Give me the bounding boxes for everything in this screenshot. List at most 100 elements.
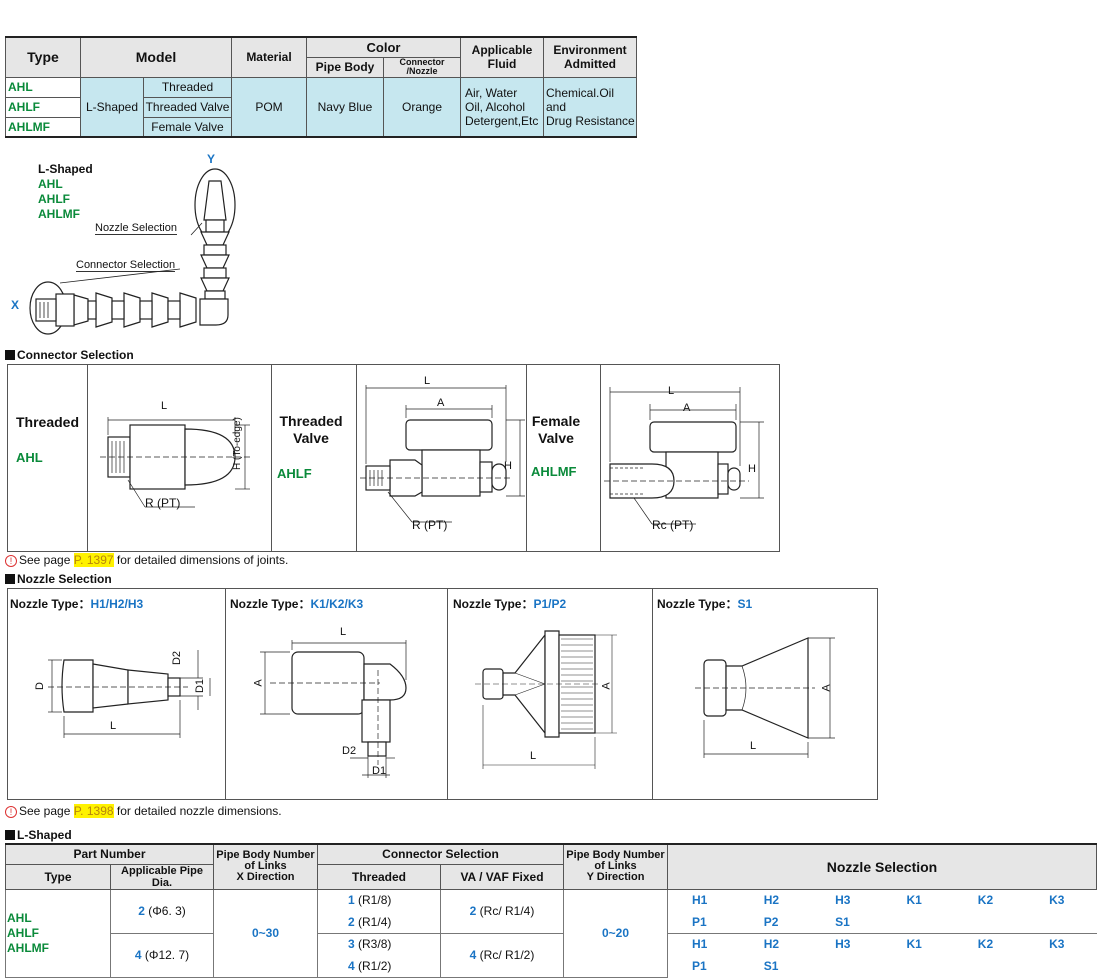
nozzle-code: S1 <box>763 959 779 973</box>
nozzle-s-dim-a: A <box>820 684 833 692</box>
nozzle-h-dim-d: D <box>33 682 46 690</box>
page-link-1398[interactable]: P. 1398 <box>73 804 114 818</box>
nozzle-note: !See page P. 1398 for detailed nozzle di… <box>5 804 282 818</box>
va-4: 4 (Rc/ R1/2) <box>440 932 564 978</box>
female-valve-dim-h: H <box>748 463 756 475</box>
nozzle-code: H2 <box>739 932 812 955</box>
nozzle-code: H2 <box>763 893 780 908</box>
x-links-value: 0~30 <box>213 888 318 978</box>
nozzle-code: K3 <box>1049 893 1065 908</box>
threaded-valve-dim-l: L <box>424 375 431 387</box>
threaded-valve-dim-h: H <box>504 460 512 472</box>
model-threaded-valve: Threaded Valve <box>143 96 232 118</box>
type-header: Type <box>5 36 81 78</box>
nozzle-code: K1 <box>882 932 954 955</box>
warning-icon: ! <box>5 555 17 567</box>
diagram-type-ahl: AHL <box>38 177 63 191</box>
nozzle-selection-header: Nozzle Selection <box>667 843 1097 890</box>
type-ahlf: AHLF <box>5 96 81 118</box>
y-links-value: 0~20 <box>563 888 668 978</box>
threaded-3: 3 (R3/8) <box>317 932 441 955</box>
diagram-type-ahlf: AHLF <box>38 192 70 206</box>
va-header: VA / VAF Fixed <box>440 863 564 890</box>
nozzle-code: K2 <box>977 893 994 908</box>
connector-callout: Connector Selection <box>76 259 176 272</box>
color-header: Color <box>306 36 461 58</box>
model-threaded: Threaded <box>143 76 232 98</box>
nozzle-code <box>1025 955 1096 977</box>
nozzle-p-drawing <box>475 630 617 769</box>
connector-color: Orange <box>383 76 461 138</box>
nozzle-code: K1 <box>906 893 922 908</box>
pipe-dia-2: 2 (Φ6. 3) <box>110 888 214 934</box>
nozzle-k-drawing <box>260 640 407 778</box>
nozzle-code: H1 <box>692 893 708 908</box>
connector-section-title: Connector Selection <box>5 348 134 362</box>
connector-threaded-code: AHL <box>16 450 43 465</box>
nozzle-type-p-label: Nozzle Type：P1/P2 <box>453 597 567 611</box>
threaded-connector-drawing <box>100 417 250 508</box>
nozzle-code: H3 <box>811 932 883 955</box>
nozzle-k-dim-d1: D1 <box>372 765 387 777</box>
nozzle-selection-panel <box>7 588 878 800</box>
type-header: Type <box>5 863 111 890</box>
nozzle-code: S1 <box>835 914 850 929</box>
threaded-dim-r-pt: R (PT) <box>145 496 181 510</box>
threaded-dim-h-edge: H (To-edge) <box>232 417 243 470</box>
pipe-body-color: Navy Blue <box>306 76 384 138</box>
nozzle-code: K2 <box>953 932 1026 955</box>
nozzle-p-dim-l: L <box>530 750 537 762</box>
nozzle-h-drawing <box>48 650 211 738</box>
material-header: Material <box>231 36 307 78</box>
nozzle-s-dim-l: L <box>750 740 757 752</box>
threaded-4: 4 (R1/2) <box>317 955 441 978</box>
model-female-valve: Female Valve <box>143 116 232 138</box>
nozzle-h-dim-d1: D1 <box>194 678 207 694</box>
model-shape: L-Shaped <box>80 76 144 138</box>
nozzle-code <box>882 955 953 977</box>
female-valve-connector-drawing <box>604 387 764 525</box>
diagram-shape-label: L-Shaped <box>38 162 93 176</box>
threaded-valve-connector-drawing <box>360 385 525 523</box>
lshaped-section-title: L-Shaped <box>5 828 72 842</box>
nozzle-h-dim-l: L <box>110 720 117 732</box>
threaded-2: 2 (R1/4) <box>317 911 441 934</box>
nozzle-code <box>954 911 1025 933</box>
connector-female-valve-code: AHLMF <box>531 464 577 479</box>
nozzle-code: P1 <box>692 914 707 929</box>
pipe-dia-4: 4 (Φ12. 7) <box>110 932 214 978</box>
nozzle-code <box>954 955 1025 977</box>
connector-threaded-name: Threaded <box>16 414 80 430</box>
nozzle-code: P1 <box>692 959 707 973</box>
nozzle-type-s-label: Nozzle Type：S1 <box>657 597 753 611</box>
threaded-dim-l: L <box>161 400 168 412</box>
l-shaped-assembly-drawing <box>29 168 236 335</box>
diagram-type-ahlmf: AHLMF <box>38 207 80 221</box>
nozzle-callout: Nozzle Selection <box>95 222 177 235</box>
nozzle-code: K3 <box>1025 932 1097 955</box>
connector-selection-panel <box>7 364 780 552</box>
diagram-legend: L-Shaped AHL AHLF AHLMF <box>38 162 93 222</box>
nozzle-code: H1 <box>667 932 740 955</box>
page-link-1397[interactable]: P. 1397 <box>73 553 114 567</box>
female-valve-dim-rc-pt: Rc (PT) <box>652 518 694 532</box>
threaded-header: Threaded <box>317 863 441 890</box>
nozzle-section-title: Nozzle Selection <box>5 572 112 586</box>
nozzle-h-dim-d2: D2 <box>171 650 184 666</box>
connector-nozzle-header: Connector/Nozzle <box>383 56 461 78</box>
va-2: 2 (Rc/ R1/4) <box>440 888 564 934</box>
type-ahl: AHL <box>5 76 81 98</box>
nozzle-code <box>882 911 953 933</box>
type-ahlmf: AHLMF <box>5 116 81 138</box>
